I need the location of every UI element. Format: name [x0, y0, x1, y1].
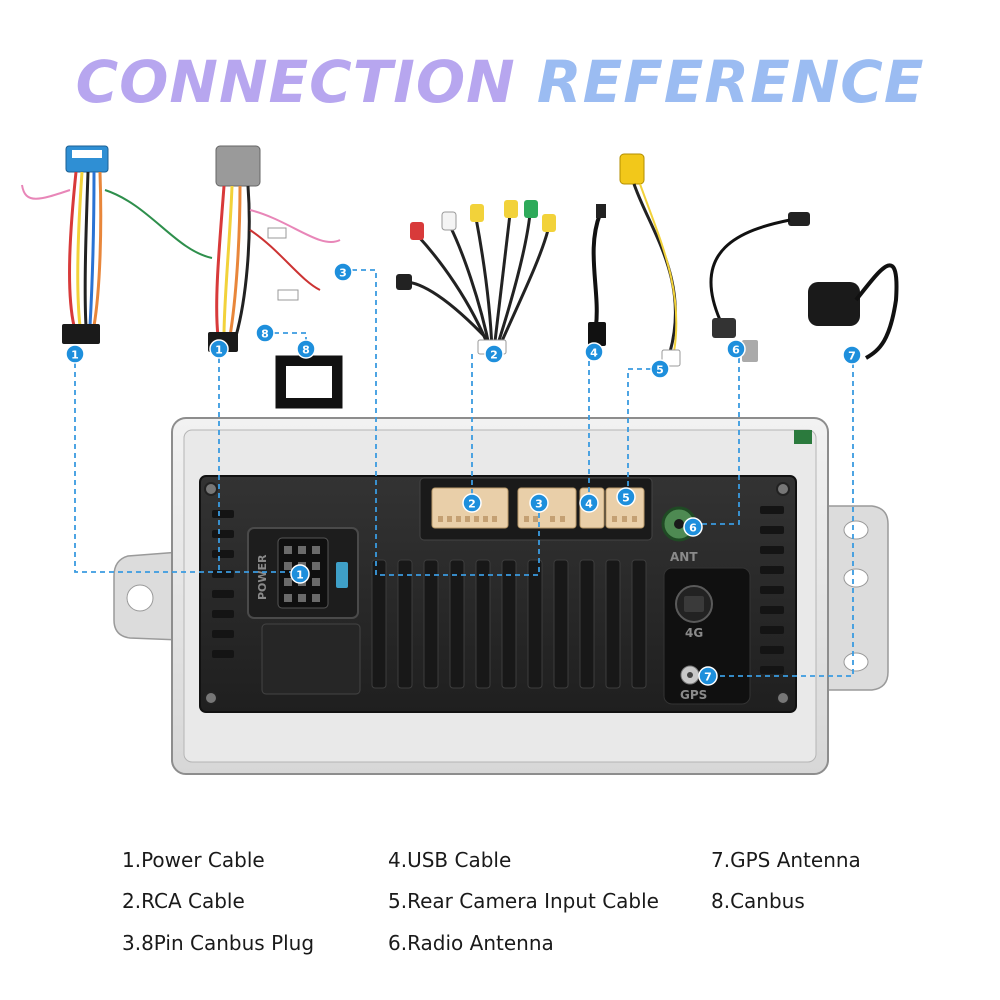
gps-label: GPS — [680, 688, 707, 702]
right-mount-hole-2 — [843, 568, 869, 588]
svg-text:1: 1 — [71, 349, 79, 362]
badge-8-cable: 8 — [255, 323, 275, 343]
svg-text:5: 5 — [622, 492, 630, 505]
svg-text:3: 3 — [339, 267, 347, 280]
badge-2-socket: 2 — [462, 493, 482, 513]
badge-3-socket: 3 — [529, 493, 549, 513]
svg-text:2: 2 — [468, 498, 476, 511]
screw-icon — [204, 482, 218, 496]
screw-icon — [776, 482, 790, 496]
gps-antenna — [808, 263, 899, 360]
badge-7-port: 7 — [698, 666, 718, 686]
svg-text:6: 6 — [732, 344, 740, 357]
svg-text:1: 1 — [215, 344, 223, 357]
leader-lines — [74, 269, 854, 677]
badge-5-socket: 5 — [616, 487, 636, 507]
legend-item-radio-antenna: 6.Radio Antenna — [388, 931, 554, 955]
badge-1-vehicle: 1 — [209, 339, 229, 359]
badge-5-cable: 5 — [650, 359, 670, 379]
4g-label: 4G — [685, 626, 703, 640]
svg-text:7: 7 — [704, 671, 712, 684]
left-mount-hole — [126, 584, 154, 612]
cooling-fins — [212, 506, 784, 674]
screws — [204, 482, 790, 705]
badge-6-cable: 6 — [726, 339, 746, 359]
canbus-module — [275, 355, 343, 409]
right-mount-hole-1 — [843, 520, 869, 540]
leader-line-1 — [74, 354, 300, 573]
rear-camera-cable — [619, 153, 681, 367]
leader-line-5 — [627, 368, 660, 497]
badge-4-socket: 4 — [579, 493, 599, 513]
title-word-reference: REFERENCE — [536, 48, 925, 116]
svg-text:4: 4 — [590, 347, 598, 360]
svg-text:2: 2 — [490, 349, 498, 362]
badge-8-module: 8 — [296, 339, 316, 359]
legend-item-rear-camera-cable: 5.Rear Camera Input Cable — [388, 889, 659, 913]
badge-4-cable: 4 — [584, 342, 604, 362]
screw-icon — [776, 691, 790, 705]
badge-1-socket: 1 — [290, 564, 310, 584]
page-title: CONNECTION REFERENCE — [0, 48, 1000, 116]
power-cable — [21, 145, 213, 344]
fuse-icon — [336, 562, 348, 588]
leader-line-3 — [352, 269, 540, 576]
svg-text:8: 8 — [302, 344, 310, 357]
badge-1-harness: 1 — [65, 344, 85, 364]
sim-port — [675, 585, 713, 623]
gps-port — [680, 665, 700, 685]
svg-text:1: 1 — [296, 569, 304, 582]
badge-7-antenna: 7 — [842, 345, 862, 365]
leader-line-8 — [265, 332, 307, 349]
legend-item-canbus-plug: 3.8Pin Canbus Plug — [122, 931, 315, 955]
svg-text:5: 5 — [656, 364, 664, 377]
rca-cable — [396, 200, 556, 355]
usb-cable — [588, 204, 606, 346]
title-word-connection: CONNECTION — [75, 48, 516, 116]
svg-text:7: 7 — [848, 350, 856, 363]
head-unit: POWER ANT 4G — [113, 417, 889, 775]
legend-item-rca-cable: 2.RCA Cable — [122, 889, 245, 913]
badge-6-port: 6 — [683, 517, 703, 537]
legend-item-canbus: 8.Canbus — [711, 889, 805, 913]
leader-line-7 — [708, 354, 854, 677]
leader-line-6 — [693, 349, 740, 525]
vertical-fins — [371, 559, 647, 689]
vehicle-harness — [208, 145, 341, 352]
svg-text:4: 4 — [585, 498, 593, 511]
svg-text:3: 3 — [535, 498, 543, 511]
right-mount-ear — [819, 505, 889, 691]
legend-item-gps-antenna: 7.GPS Antenna — [711, 848, 861, 872]
power-label: POWER — [256, 554, 269, 600]
right-mount-hole-3 — [843, 652, 869, 672]
svg-text:8: 8 — [261, 328, 269, 341]
legend-item-power-cable: 1.Power Cable — [122, 848, 265, 872]
legend-item-usb-cable: 4.USB Cable — [388, 848, 512, 872]
svg-text:6: 6 — [689, 522, 697, 535]
legend: 1.Power Cable 2.RCA Cable 3.8Pin Canbus … — [0, 842, 1000, 972]
badge-3-cable: 3 — [333, 262, 353, 282]
badges: 1 1 1 2 2 3 3 4 4 5 5 6 6 7 7 8 8 — [65, 262, 862, 686]
screw-icon — [204, 691, 218, 705]
lower-panel — [261, 623, 361, 695]
badge-2-cable: 2 — [484, 344, 504, 364]
radio-antenna-cable — [709, 212, 810, 362]
antenna-label: ANT — [670, 550, 698, 564]
green-tab — [794, 430, 812, 444]
